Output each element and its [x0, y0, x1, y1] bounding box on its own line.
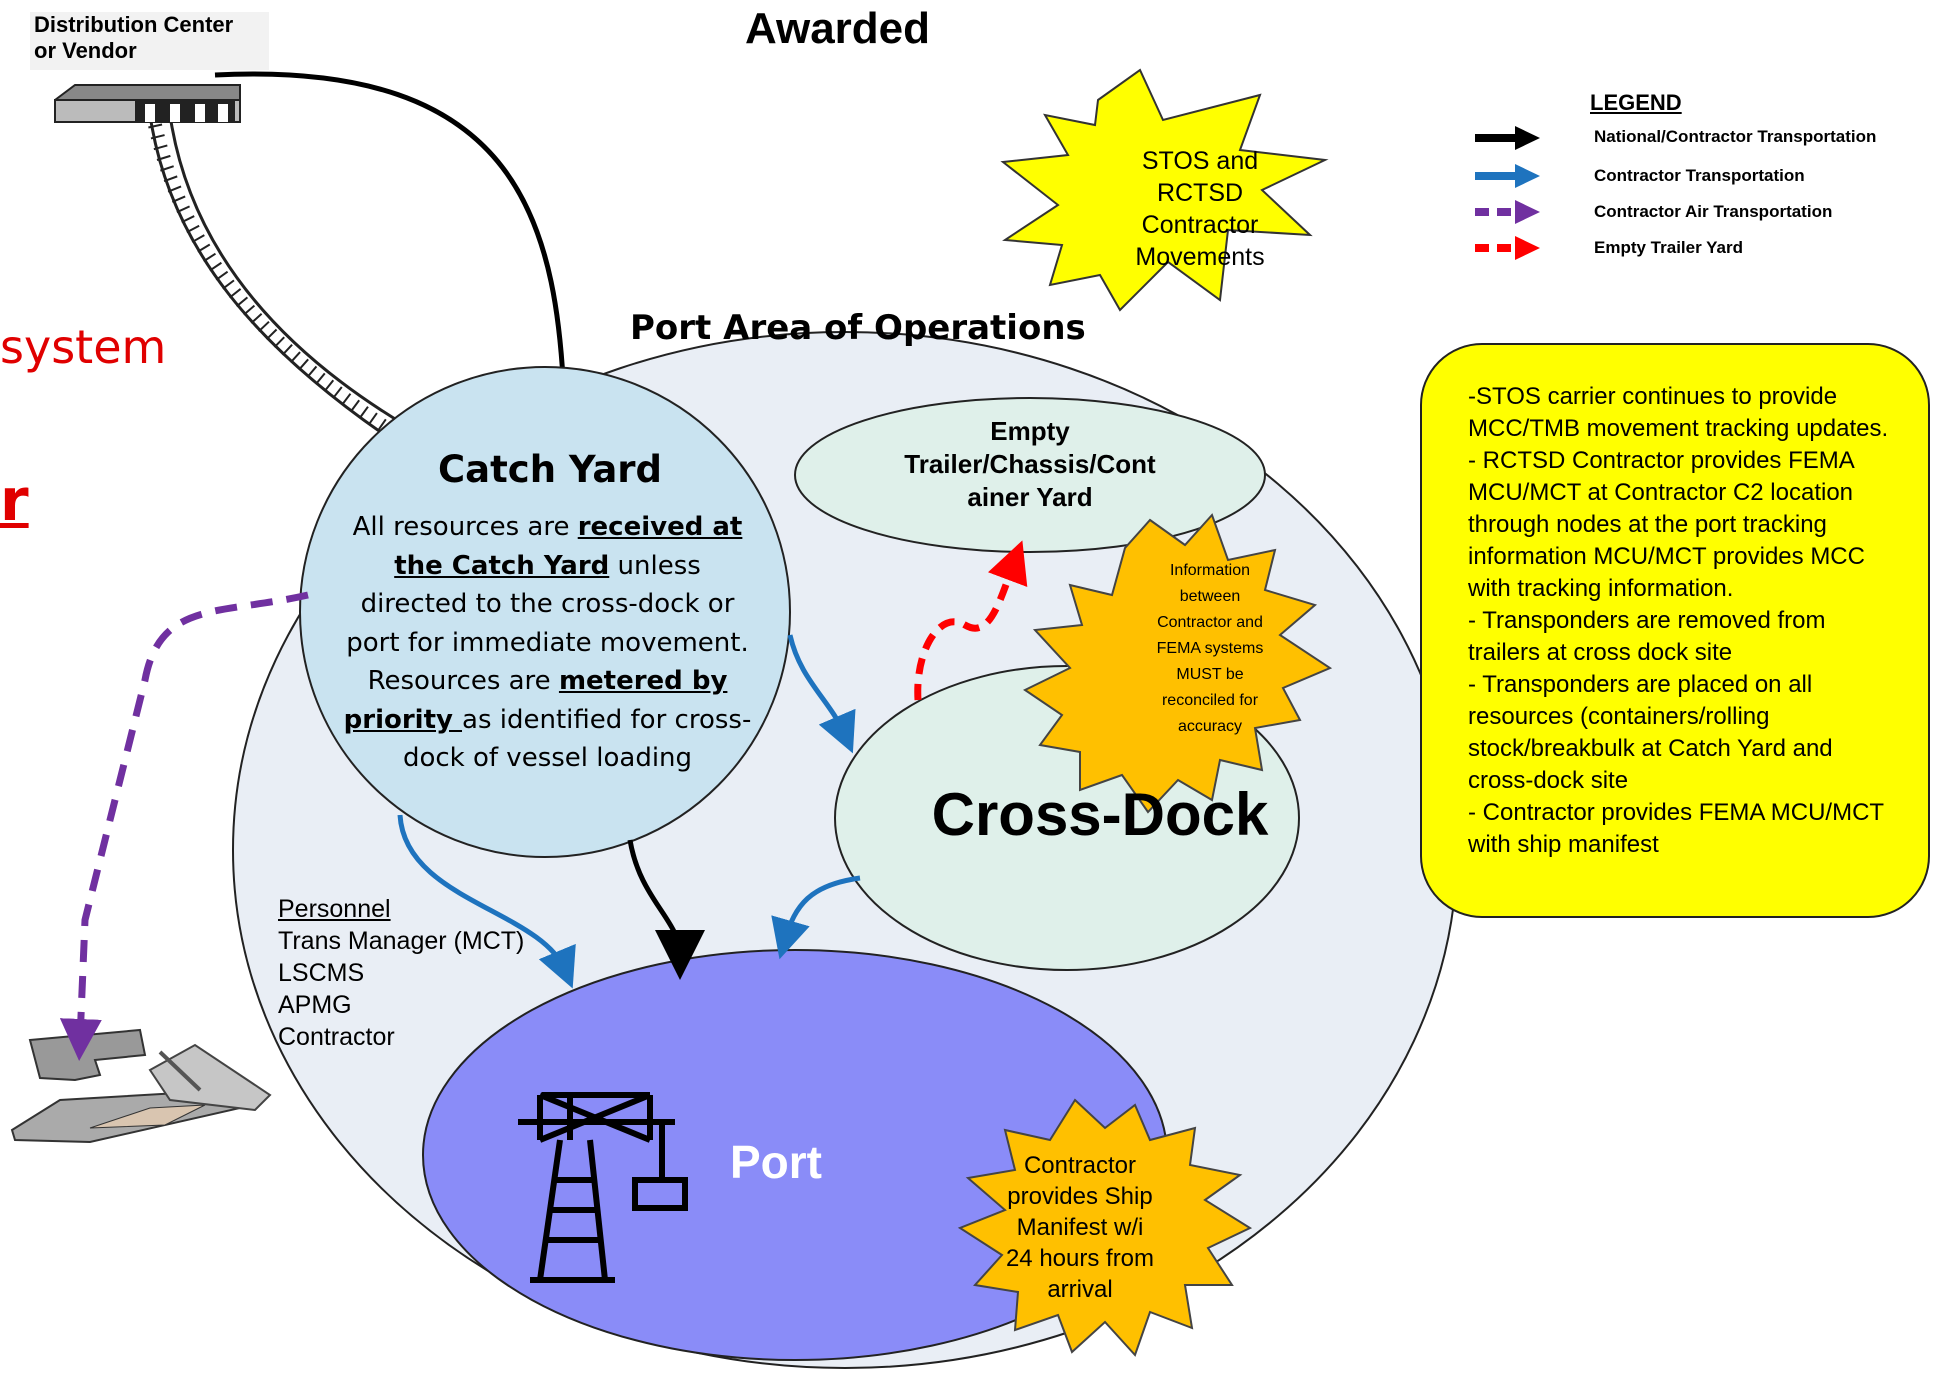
burst-line: MUST be	[1176, 666, 1244, 683]
burst-line: reconciled for	[1161, 692, 1259, 709]
legend-item: Contractor Air Transportation	[1594, 202, 1833, 221]
burst-line: Contractor	[1141, 211, 1259, 239]
legend-title: LEGEND	[1590, 90, 1682, 115]
burst-line: accuracy	[1177, 718, 1243, 735]
note-line: - Transponders are placed on all resourc…	[1468, 671, 1833, 794]
stos-burst-text: STOS and RCTSD Contractor Movements	[1120, 145, 1280, 273]
info-burst-text: Information between Contractor and FEMA …	[1120, 558, 1300, 740]
catch-yard-title: Catch Yard	[437, 448, 663, 491]
legend-item: National/Contractor Transportation	[1594, 127, 1877, 146]
legend-item: Empty Trailer Yard	[1594, 238, 1743, 257]
burst-line: STOS and	[1141, 147, 1259, 175]
national-transport-arrow	[214, 71, 590, 450]
side-text-r: r	[0, 466, 29, 534]
burst-line: RCTSD	[1156, 179, 1244, 207]
legend-item: Contractor Transportation	[1594, 166, 1805, 185]
distribution-center-line: or Vendor	[34, 38, 137, 63]
burst-line: between	[1179, 588, 1241, 605]
burst-line: Information	[1169, 562, 1251, 579]
catch-yard-emphasis: received at the Catch Yard	[394, 512, 743, 581]
air-transport-arrow	[59, 591, 309, 1061]
manifest-burst-text: Contractor provides Ship Manifest w/i 24…	[1000, 1150, 1160, 1305]
empty-yard-line: ainer Yard	[967, 482, 1093, 512]
note-line: - RCTSD Contractor provides FEMA MCU/MCT…	[1468, 447, 1865, 602]
personnel-item: APMG	[278, 991, 352, 1019]
personnel-heading: Personnel	[278, 895, 391, 923]
national-transport-arrow	[627, 839, 705, 980]
burst-line: Contractor	[1023, 1152, 1137, 1179]
catch-yard-text: All resources are	[352, 512, 578, 542]
empty-trailer-yard-ellipse	[794, 397, 1266, 553]
note-line: - Transponders are removed from trailers…	[1468, 607, 1826, 666]
port-area-label: Port Area of Operations	[630, 308, 1086, 348]
side-text-system: system	[0, 320, 167, 374]
personnel-item: Trans Manager (MCT)	[278, 927, 525, 955]
catch-yard-emphasis: metered by priority	[343, 666, 728, 735]
burst-line: 24 hours from	[1005, 1245, 1155, 1272]
stos-burst	[1000, 68, 1329, 312]
notes-box: -STOS carrier continues to provide MCC/T…	[1420, 343, 1930, 918]
note-line: -STOS carrier continues to provide MCC/T…	[1468, 383, 1889, 442]
warehouse-icon	[54, 84, 241, 123]
legend-arrows	[1475, 126, 1540, 260]
burst-line: Contractor and	[1157, 614, 1263, 631]
crane-icon	[518, 1092, 688, 1283]
personnel-list: Personnel Trans Manager (MCT) LSCMS APMG…	[278, 893, 524, 1053]
catch-yard-text: as identified for cross-dock of vessel l…	[402, 704, 752, 774]
personnel-item: LSCMS	[278, 959, 365, 987]
port-label: Port	[730, 1136, 822, 1188]
empty-yard-line: Empty	[990, 416, 1070, 446]
catch-yard-description: All resources are received at the Catch …	[340, 508, 755, 778]
cross-dock-label: Cross-Dock	[931, 781, 1269, 848]
burst-line: Movements	[1135, 243, 1265, 271]
manifest-burst	[957, 1098, 1253, 1357]
catch-yard-text: unless directed to the cross-dock or por…	[346, 550, 749, 697]
contractor-transport-arrow	[397, 814, 576, 989]
distribution-center-line: Distribution Center	[34, 12, 234, 37]
burst-line: Manifest w/i	[1016, 1214, 1144, 1241]
personnel-item: Contractor	[278, 1023, 395, 1051]
airfield-icon	[10, 1028, 272, 1144]
burst-line: arrival	[1047, 1276, 1113, 1303]
burst-line: FEMA systems	[1156, 640, 1264, 657]
contractor-transport-arrow	[771, 875, 861, 960]
page-title: Awarded	[745, 4, 931, 53]
empty-yard-line: Trailer/Chassis/Cont	[904, 449, 1156, 479]
empty-yard-label: Empty Trailer/Chassis/Cont ainer Yard	[870, 415, 1190, 514]
distribution-center-label: Distribution Center or Vendor	[30, 12, 269, 70]
rail-track-icon	[148, 114, 406, 442]
note-line: - Contractor provides FEMA MCU/MCT with …	[1468, 799, 1884, 858]
contractor-transport-arrow	[787, 634, 856, 754]
empty-trailer-arrow	[914, 540, 1028, 701]
burst-line: provides Ship	[1007, 1183, 1153, 1210]
info-burst	[1023, 513, 1333, 814]
catch-yard-circle	[299, 366, 791, 858]
